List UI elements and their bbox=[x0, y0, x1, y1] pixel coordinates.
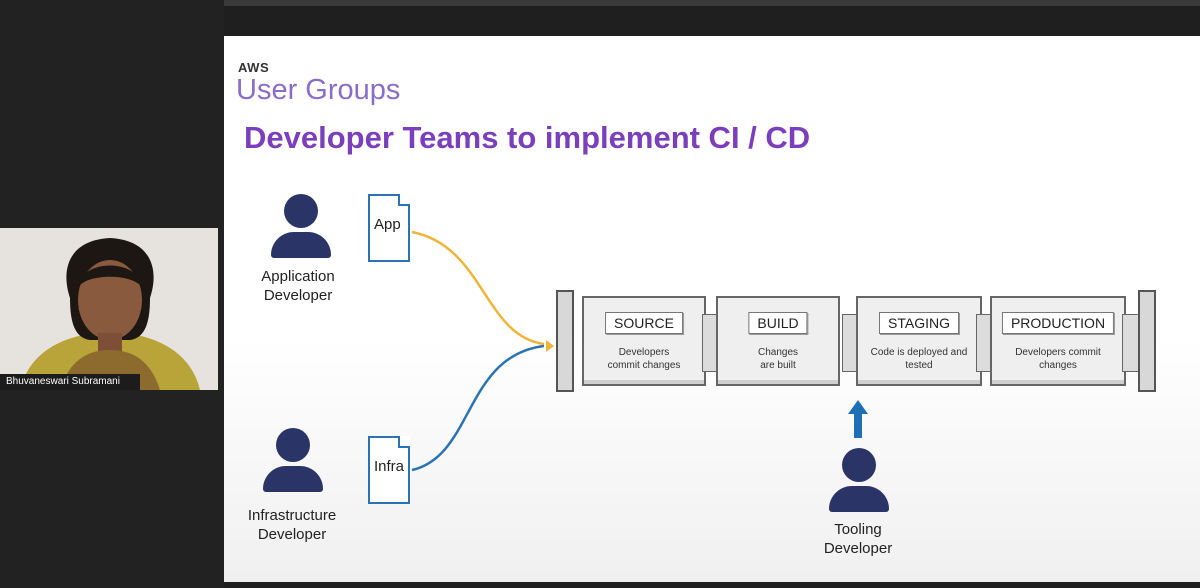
tooling-developer-person-icon bbox=[824, 448, 894, 520]
up-arrow-icon bbox=[848, 400, 868, 438]
flow-curves bbox=[411, 230, 554, 472]
presentation-slide: AWS User Groups Developer Teams to imple… bbox=[224, 36, 1200, 582]
slide-title: Developer Teams to implement CI / CD bbox=[244, 120, 811, 155]
pipeline-right-end bbox=[1138, 290, 1156, 392]
infra-developer-label: Infrastructure Developer bbox=[247, 507, 337, 543]
participant-name-label: Bhuvaneswari Subramani bbox=[0, 374, 140, 390]
app-developer-label: Application Developer bbox=[261, 268, 335, 304]
participant-avatar bbox=[0, 228, 218, 390]
app-document-icon: App bbox=[368, 194, 410, 262]
brand-user-groups: User Groups bbox=[236, 74, 401, 106]
infra-flow-curve bbox=[411, 344, 545, 472]
participant-video-tile[interactable] bbox=[0, 228, 218, 390]
infra-document-icon: Infra bbox=[368, 436, 410, 504]
pipeline-left-end bbox=[556, 290, 574, 392]
app-developer-person-icon bbox=[266, 194, 336, 266]
tooling-developer-label: Tooling Developer bbox=[823, 521, 893, 557]
window-top-bar bbox=[224, 0, 1200, 6]
infra-developer-person-icon bbox=[258, 428, 328, 500]
flow-arrowhead bbox=[546, 340, 554, 352]
brand-aws: AWS bbox=[238, 60, 270, 75]
app-flow-curve bbox=[411, 230, 545, 346]
